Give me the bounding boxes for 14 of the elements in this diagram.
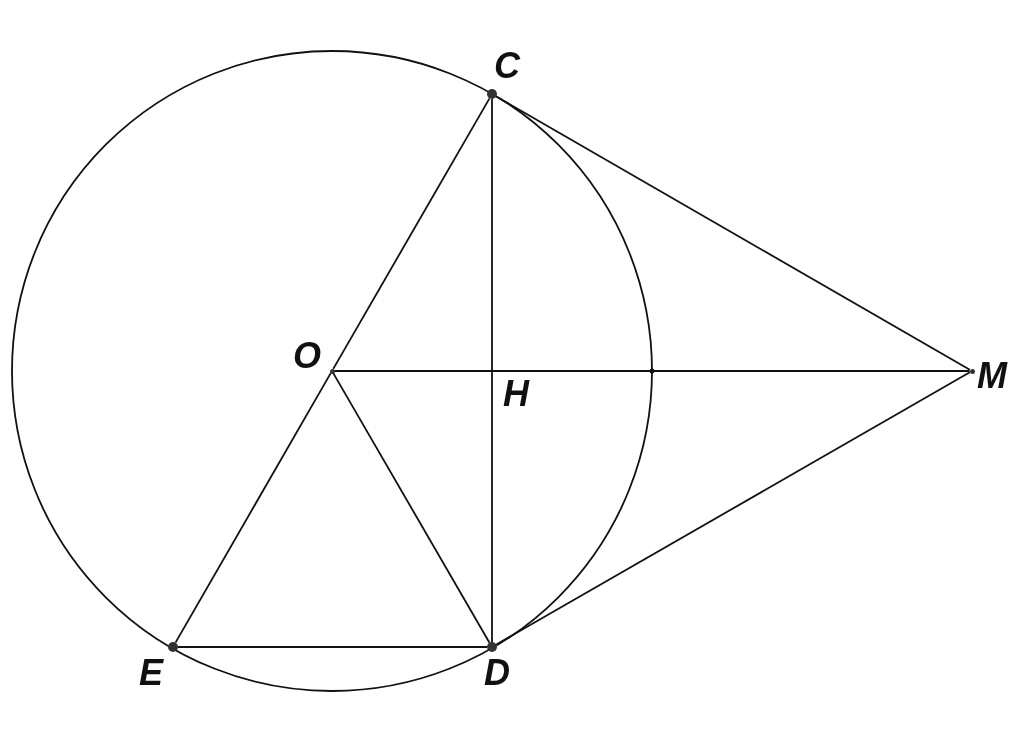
line-segment	[332, 97, 491, 370]
point-label: C	[494, 48, 520, 84]
point-label: M	[977, 358, 1007, 394]
point-label: H	[503, 376, 529, 412]
line-segment	[333, 370, 971, 372]
line-segment	[174, 372, 332, 644]
point-label: D	[484, 655, 510, 691]
line-segment	[332, 372, 491, 644]
line-segment	[495, 95, 971, 371]
line-segment	[491, 98, 493, 643]
point-label: O	[293, 338, 321, 374]
line-segment	[177, 646, 488, 648]
point-label: E	[139, 655, 163, 691]
line-segment	[495, 371, 971, 646]
